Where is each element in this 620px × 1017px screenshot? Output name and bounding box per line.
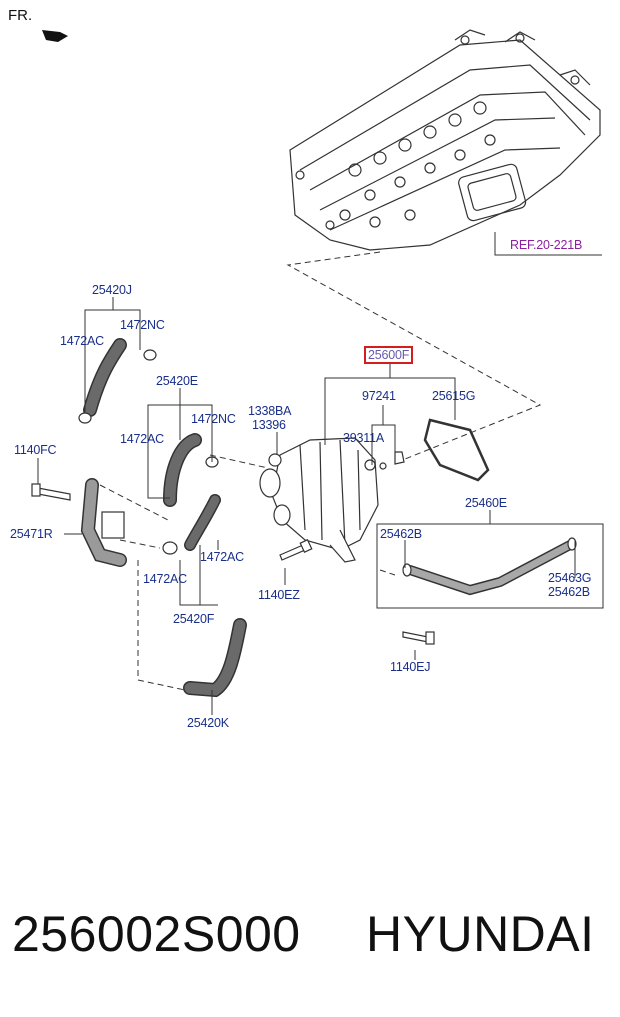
part-label-1472ac[interactable]: 1472AC [200, 550, 244, 564]
part-label-25420k[interactable]: 25420K [187, 716, 229, 730]
part-label-39311a[interactable]: 39311A [343, 431, 384, 445]
part-label-25462b[interactable]: 25462B [380, 527, 422, 541]
part-label-25420j[interactable]: 25420J [92, 283, 132, 297]
part-label-1140ez[interactable]: 1140EZ [258, 588, 300, 602]
part-label-1140fc[interactable]: 1140FC [14, 443, 57, 457]
part-label-25420e[interactable]: 25420E [156, 374, 198, 388]
part-label-1472ac[interactable]: 1472AC [120, 432, 164, 446]
part-label-25615g[interactable]: 25615G [432, 389, 476, 403]
dashed-leaders [99, 251, 542, 691]
part-label-25460e[interactable]: 25460E [465, 496, 507, 510]
thermostat-housing-illustration [259, 437, 405, 563]
part-label-13396[interactable]: 13396 [252, 418, 286, 432]
part-label-1140ej[interactable]: 1140EJ [390, 660, 431, 674]
part-label-1472ac[interactable]: 1472AC [60, 334, 104, 348]
part-label-25462b[interactable]: 25462B [548, 585, 590, 599]
cylinder-head-illustration [289, 29, 601, 251]
bolts-illustration [31, 483, 435, 645]
part-label-1472nc[interactable]: 1472NC [191, 412, 236, 426]
part-label-1338ba[interactable]: 1338BA [248, 404, 292, 418]
part-label-1472ac[interactable]: 1472AC [143, 572, 187, 586]
leader-lines [37, 232, 604, 715]
reference-link-label[interactable]: REF.20-221B [510, 238, 583, 252]
part-label-1472nc[interactable]: 1472NC [120, 318, 165, 332]
part-label-25471r[interactable]: 25471R [10, 527, 53, 541]
front-arrow-icon [42, 30, 68, 42]
part-label-25600f-highlighted[interactable]: 25600F [364, 346, 414, 364]
front-direction-label: FR. [8, 7, 33, 24]
gasket-illustration [423, 418, 490, 482]
part-number-text: 256002S000 [12, 906, 301, 962]
parts-diagram [31, 29, 604, 715]
part-label-97241[interactable]: 97241 [362, 389, 396, 403]
hoses-illustration [78, 338, 577, 698]
part-label-25420f[interactable]: 25420F [173, 612, 215, 626]
part-label-25463g[interactable]: 25463G [548, 571, 592, 585]
brand-text: HYUNDAI [366, 906, 595, 962]
footer-caption: 256002S000 HYUNDAI [0, 905, 620, 975]
